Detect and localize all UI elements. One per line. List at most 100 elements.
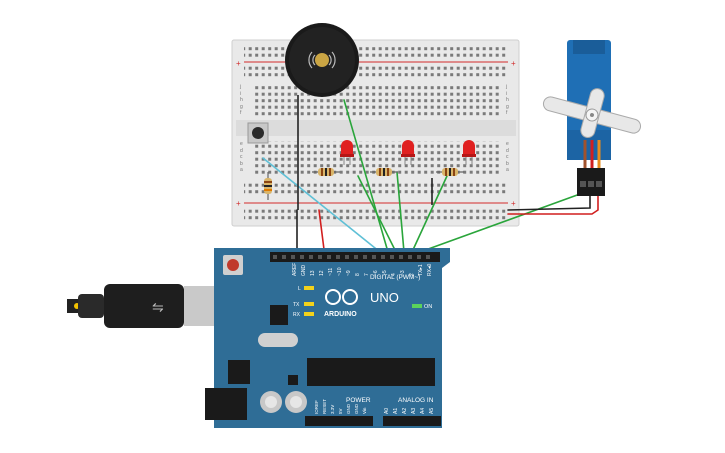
header-pin[interactable] bbox=[372, 255, 376, 259]
wire-green-led1 bbox=[357, 175, 397, 253]
digital-pin-label: 13 bbox=[310, 270, 316, 276]
header-pin[interactable] bbox=[300, 255, 304, 259]
row-letter: e bbox=[506, 141, 509, 147]
row-letter: g bbox=[240, 104, 243, 110]
analog-in-label: ANALOG IN bbox=[398, 397, 434, 404]
header-pin[interactable] bbox=[390, 255, 394, 259]
header-pin[interactable] bbox=[336, 255, 340, 259]
digital-pin-label: RX◂0 bbox=[427, 264, 433, 276]
power-pin-label: IOREF bbox=[314, 400, 319, 414]
led-label-tx: TX bbox=[293, 302, 300, 308]
row-letter: f bbox=[506, 110, 508, 116]
wire-green-led2 bbox=[396, 171, 405, 253]
header-pin[interactable] bbox=[417, 255, 421, 259]
board-brand-label: ARDUINO bbox=[324, 311, 357, 318]
led-red-2[interactable] bbox=[401, 140, 415, 165]
digital-pin-label: TX▸1 bbox=[418, 264, 424, 276]
center-channel bbox=[236, 120, 516, 136]
digital-pwm-label: DIGITAL (PWM~) bbox=[370, 274, 420, 281]
row-letter: i bbox=[240, 91, 241, 97]
row-letter: f bbox=[240, 110, 242, 116]
svg-text:+: + bbox=[236, 59, 241, 68]
led-red-3[interactable] bbox=[462, 140, 476, 165]
terminal-block-bottom bbox=[252, 141, 502, 174]
row-letter: i bbox=[506, 91, 507, 97]
power-pin-label: 3.3V bbox=[330, 405, 335, 414]
svg-text:+: + bbox=[511, 199, 516, 208]
power-pin-label: 5V bbox=[338, 408, 343, 414]
digital-pin-label: ~6 bbox=[373, 270, 379, 276]
micro-servo[interactable] bbox=[538, 40, 648, 196]
power-jack bbox=[205, 388, 247, 420]
digital-pin-label: ~10 bbox=[337, 267, 343, 276]
digital-pin-label: AREF bbox=[292, 263, 298, 276]
digital-pin-label: ~5 bbox=[382, 270, 388, 276]
arduino-uno-board[interactable] bbox=[205, 248, 450, 428]
row-letter: c bbox=[240, 154, 243, 160]
resistor-led3 bbox=[436, 168, 464, 176]
resistor-led1 bbox=[312, 168, 340, 176]
header-pin[interactable] bbox=[426, 255, 430, 259]
analog-pin-label: A4 bbox=[420, 408, 426, 414]
piezo-buzzer[interactable] bbox=[285, 23, 359, 97]
digital-pin-label: 12 bbox=[319, 270, 325, 276]
digital-pin-label: 2 bbox=[409, 273, 415, 276]
analog-pin-label: A0 bbox=[384, 408, 390, 414]
row-letter: d bbox=[240, 148, 243, 154]
led-label-rx: RX bbox=[293, 312, 301, 318]
digital-pin-label: ~3 bbox=[400, 270, 406, 276]
header-pin[interactable] bbox=[282, 255, 286, 259]
arduino-logo bbox=[325, 289, 358, 305]
header-pin[interactable] bbox=[363, 255, 367, 259]
svg-text:+: + bbox=[511, 59, 516, 68]
board-model-label: UNO bbox=[370, 290, 399, 305]
atmega-chip bbox=[307, 358, 435, 386]
row-letter: c bbox=[506, 154, 509, 160]
analog-pin-label: A1 bbox=[393, 408, 399, 414]
digital-pin-label: ~11 bbox=[328, 268, 334, 276]
header-pin[interactable] bbox=[327, 255, 331, 259]
resistor-led2 bbox=[370, 168, 398, 176]
digital-pin-label: 4 bbox=[391, 273, 397, 276]
top-rail-negative-holes bbox=[244, 44, 506, 57]
row-letter: b bbox=[506, 161, 509, 167]
header-pin[interactable] bbox=[273, 255, 277, 259]
analog-header bbox=[383, 416, 441, 426]
header-pin[interactable] bbox=[408, 255, 412, 259]
wire-green-buzzer bbox=[343, 99, 389, 253]
header-pin[interactable] bbox=[345, 255, 349, 259]
header-pin[interactable] bbox=[318, 255, 322, 259]
resistor-button bbox=[264, 172, 272, 200]
wire-black-servo bbox=[507, 194, 591, 211]
row-letter: j bbox=[505, 84, 507, 90]
power-pin-label: GND bbox=[354, 403, 359, 414]
row-letter: b bbox=[240, 161, 243, 167]
row-letter: j bbox=[239, 84, 241, 90]
header-pin[interactable] bbox=[309, 255, 313, 259]
power-header bbox=[305, 416, 373, 426]
terminal-block-top bbox=[252, 84, 502, 117]
header-pin[interactable] bbox=[381, 255, 385, 259]
svg-text:⇋: ⇋ bbox=[152, 299, 164, 315]
power-pin-label: GND bbox=[346, 403, 351, 414]
wire-green-servo bbox=[419, 189, 592, 253]
pushbutton[interactable] bbox=[247, 122, 269, 144]
led-red-1[interactable] bbox=[340, 140, 354, 165]
header-pin[interactable] bbox=[354, 255, 358, 259]
header-pin[interactable] bbox=[399, 255, 403, 259]
usb-cable: ⇋ bbox=[67, 284, 222, 328]
row-letter: h bbox=[240, 97, 243, 103]
analog-pin-label: A5 bbox=[429, 408, 435, 414]
row-letter: d bbox=[506, 148, 509, 154]
power-label: POWER bbox=[346, 397, 371, 404]
header-pin[interactable] bbox=[291, 255, 295, 259]
on-led-label: ON bbox=[424, 304, 432, 310]
analog-pin-label: A3 bbox=[411, 408, 417, 414]
digital-pin-label: 8 bbox=[355, 273, 361, 276]
row-letter: h bbox=[506, 97, 509, 103]
wire-green-led3 bbox=[411, 175, 448, 253]
